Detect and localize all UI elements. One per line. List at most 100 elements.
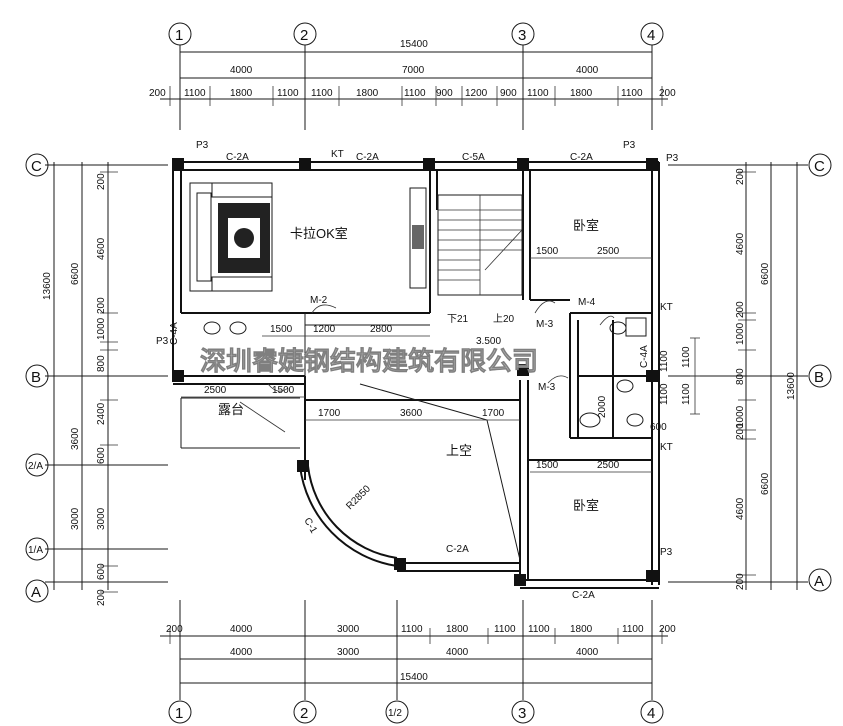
inner-dim: 1100 (659, 350, 670, 372)
axis-bubble (640, 22, 664, 46)
dim-top-seg: 200 (149, 88, 166, 99)
dim-right-small: 1100 (681, 383, 692, 405)
inner-dim: 1100 (659, 383, 670, 405)
dim-right-inner: 200 (735, 573, 746, 590)
dim-right-inner: 4600 (735, 497, 746, 520)
axis-label: C (31, 158, 42, 175)
dim-top-seg: 1800 (570, 88, 593, 99)
axis-label: 3 (518, 27, 526, 44)
dim-right-inner: 800 (735, 368, 746, 385)
dim-top-3: 4000 (576, 65, 599, 76)
room-open-above: 上空 (446, 443, 472, 458)
bottom-axis-bubbles: 1 2 1/2 3 4 (168, 700, 664, 724)
axis-label: 4 (647, 705, 655, 722)
dim-left-outer: 3600 (70, 427, 81, 450)
dim-left-inner: 200 (96, 297, 107, 314)
inner-dim: 2500 (597, 246, 620, 257)
dim-bottom-seg: 1800 (570, 624, 593, 635)
axis-label: A (814, 573, 824, 590)
axis-label: 1 (175, 705, 183, 722)
inner-dim: 1500 (536, 246, 559, 257)
window-label: C-4A (169, 322, 180, 345)
axis-label: 2/A (28, 461, 43, 472)
room-karaoke: 卡拉OK室 (290, 226, 348, 241)
dim-bottom-seg: 4000 (230, 624, 253, 635)
inner-dim: 1700 (482, 408, 505, 419)
window-label: C-2A (226, 152, 249, 163)
walls (172, 161, 660, 589)
left-axis-bubbles: C B 2/A 1/A A (25, 153, 49, 603)
top-dimensions: 15400 4000 7000 4000 200 1100 1800 1100 … (149, 39, 676, 130)
dim-right-inner: 200 (735, 301, 746, 318)
window-label: C-2A (446, 544, 469, 555)
doors (239, 300, 615, 433)
inner-dim: 3600 (400, 408, 423, 419)
dim-bottom-mid: 4000 (576, 647, 599, 658)
dim-right-outer: 6600 (760, 472, 771, 495)
axis-bubble (511, 22, 535, 46)
room-terrace: 露台 (218, 402, 244, 417)
dim-left-total: 13600 (42, 272, 53, 300)
top-axis-bubbles: 1 2 3 4 (168, 22, 664, 46)
dim-top-seg: 200 (659, 88, 676, 99)
dim-top-seg: 1100 (184, 88, 206, 99)
stair-up-label: 上20 (493, 313, 515, 325)
inner-dim: 2800 (370, 324, 393, 335)
dim-top-seg: 1100 (404, 88, 426, 99)
inner-dimensions: 1500 1200 2800 2500 1500 1700 3600 1700 … (181, 246, 670, 473)
dim-top-2: 7000 (402, 65, 425, 76)
dim-left-inner: 3000 (96, 507, 107, 530)
structural-columns (172, 158, 658, 586)
ac-label: KT (660, 442, 673, 453)
left-dimensions: 13600 6600 3600 3000 200 4600 1000 200 8… (42, 162, 168, 606)
dim-left-outer: 6600 (70, 262, 81, 285)
dim-left-inner: 200 (96, 173, 107, 190)
inner-dim: 1500 (272, 385, 295, 396)
ac-label: KT (660, 302, 673, 313)
dim-left-inner: 200 (96, 589, 107, 606)
dim-left-inner: 600 (96, 563, 107, 580)
door-label: M-4 (578, 297, 596, 308)
axis-label: C (814, 158, 825, 175)
dim-top-1: 4000 (230, 65, 253, 76)
dim-left-inner: 1000 (96, 317, 107, 340)
dim-right-total: 13600 (786, 372, 797, 400)
level-label: 3.500 (476, 336, 501, 347)
sofa-furniture (189, 182, 427, 292)
pipe-label: P3 (156, 336, 169, 347)
dim-right-small: 1100 (681, 346, 692, 368)
axis-label: 1/2 (388, 708, 402, 719)
dim-top-seg: 900 (436, 88, 453, 99)
window-label: C-4A (639, 345, 650, 368)
axis-label: 2 (300, 705, 308, 722)
inner-dim: 1700 (318, 408, 341, 419)
company-watermark: 深圳睿婕钢结构建筑有限公司 (200, 346, 538, 377)
dim-left-outer: 3000 (70, 507, 81, 530)
dim-bottom-seg: 1100 (401, 624, 423, 635)
dim-top-seg: 1100 (277, 88, 299, 99)
dim-top-seg: 1800 (230, 88, 253, 99)
dim-right-outer: 6600 (760, 262, 771, 285)
dim-bottom-seg: 1100 (528, 624, 550, 635)
axis-label: A (31, 584, 41, 601)
bathroom-fixtures (203, 317, 647, 428)
window-label: C-2A (356, 152, 379, 163)
dim-bottom-seg: 200 (659, 624, 676, 635)
pipe-label: P3 (623, 140, 636, 151)
inner-dim: 1500 (270, 324, 293, 335)
dim-bottom-seg: 200 (166, 624, 183, 635)
dim-right-inner: 200 (735, 168, 746, 185)
axis-label: 4 (647, 27, 655, 44)
dim-bottom-total: 15400 (400, 672, 428, 683)
inner-dim: 2500 (597, 460, 620, 471)
dim-bottom-mid: 4000 (446, 647, 469, 658)
dim-right-inner: 4600 (735, 232, 746, 255)
dim-top-seg: 1100 (621, 88, 643, 99)
door-label: M-3 (536, 319, 554, 330)
radius-label: R2850 (344, 483, 373, 512)
inner-dim: 600 (650, 422, 667, 433)
dim-bottom-mid: 4000 (230, 647, 253, 658)
right-axis-bubbles: C B A (808, 153, 832, 592)
dim-left-inner: 4600 (96, 237, 107, 260)
